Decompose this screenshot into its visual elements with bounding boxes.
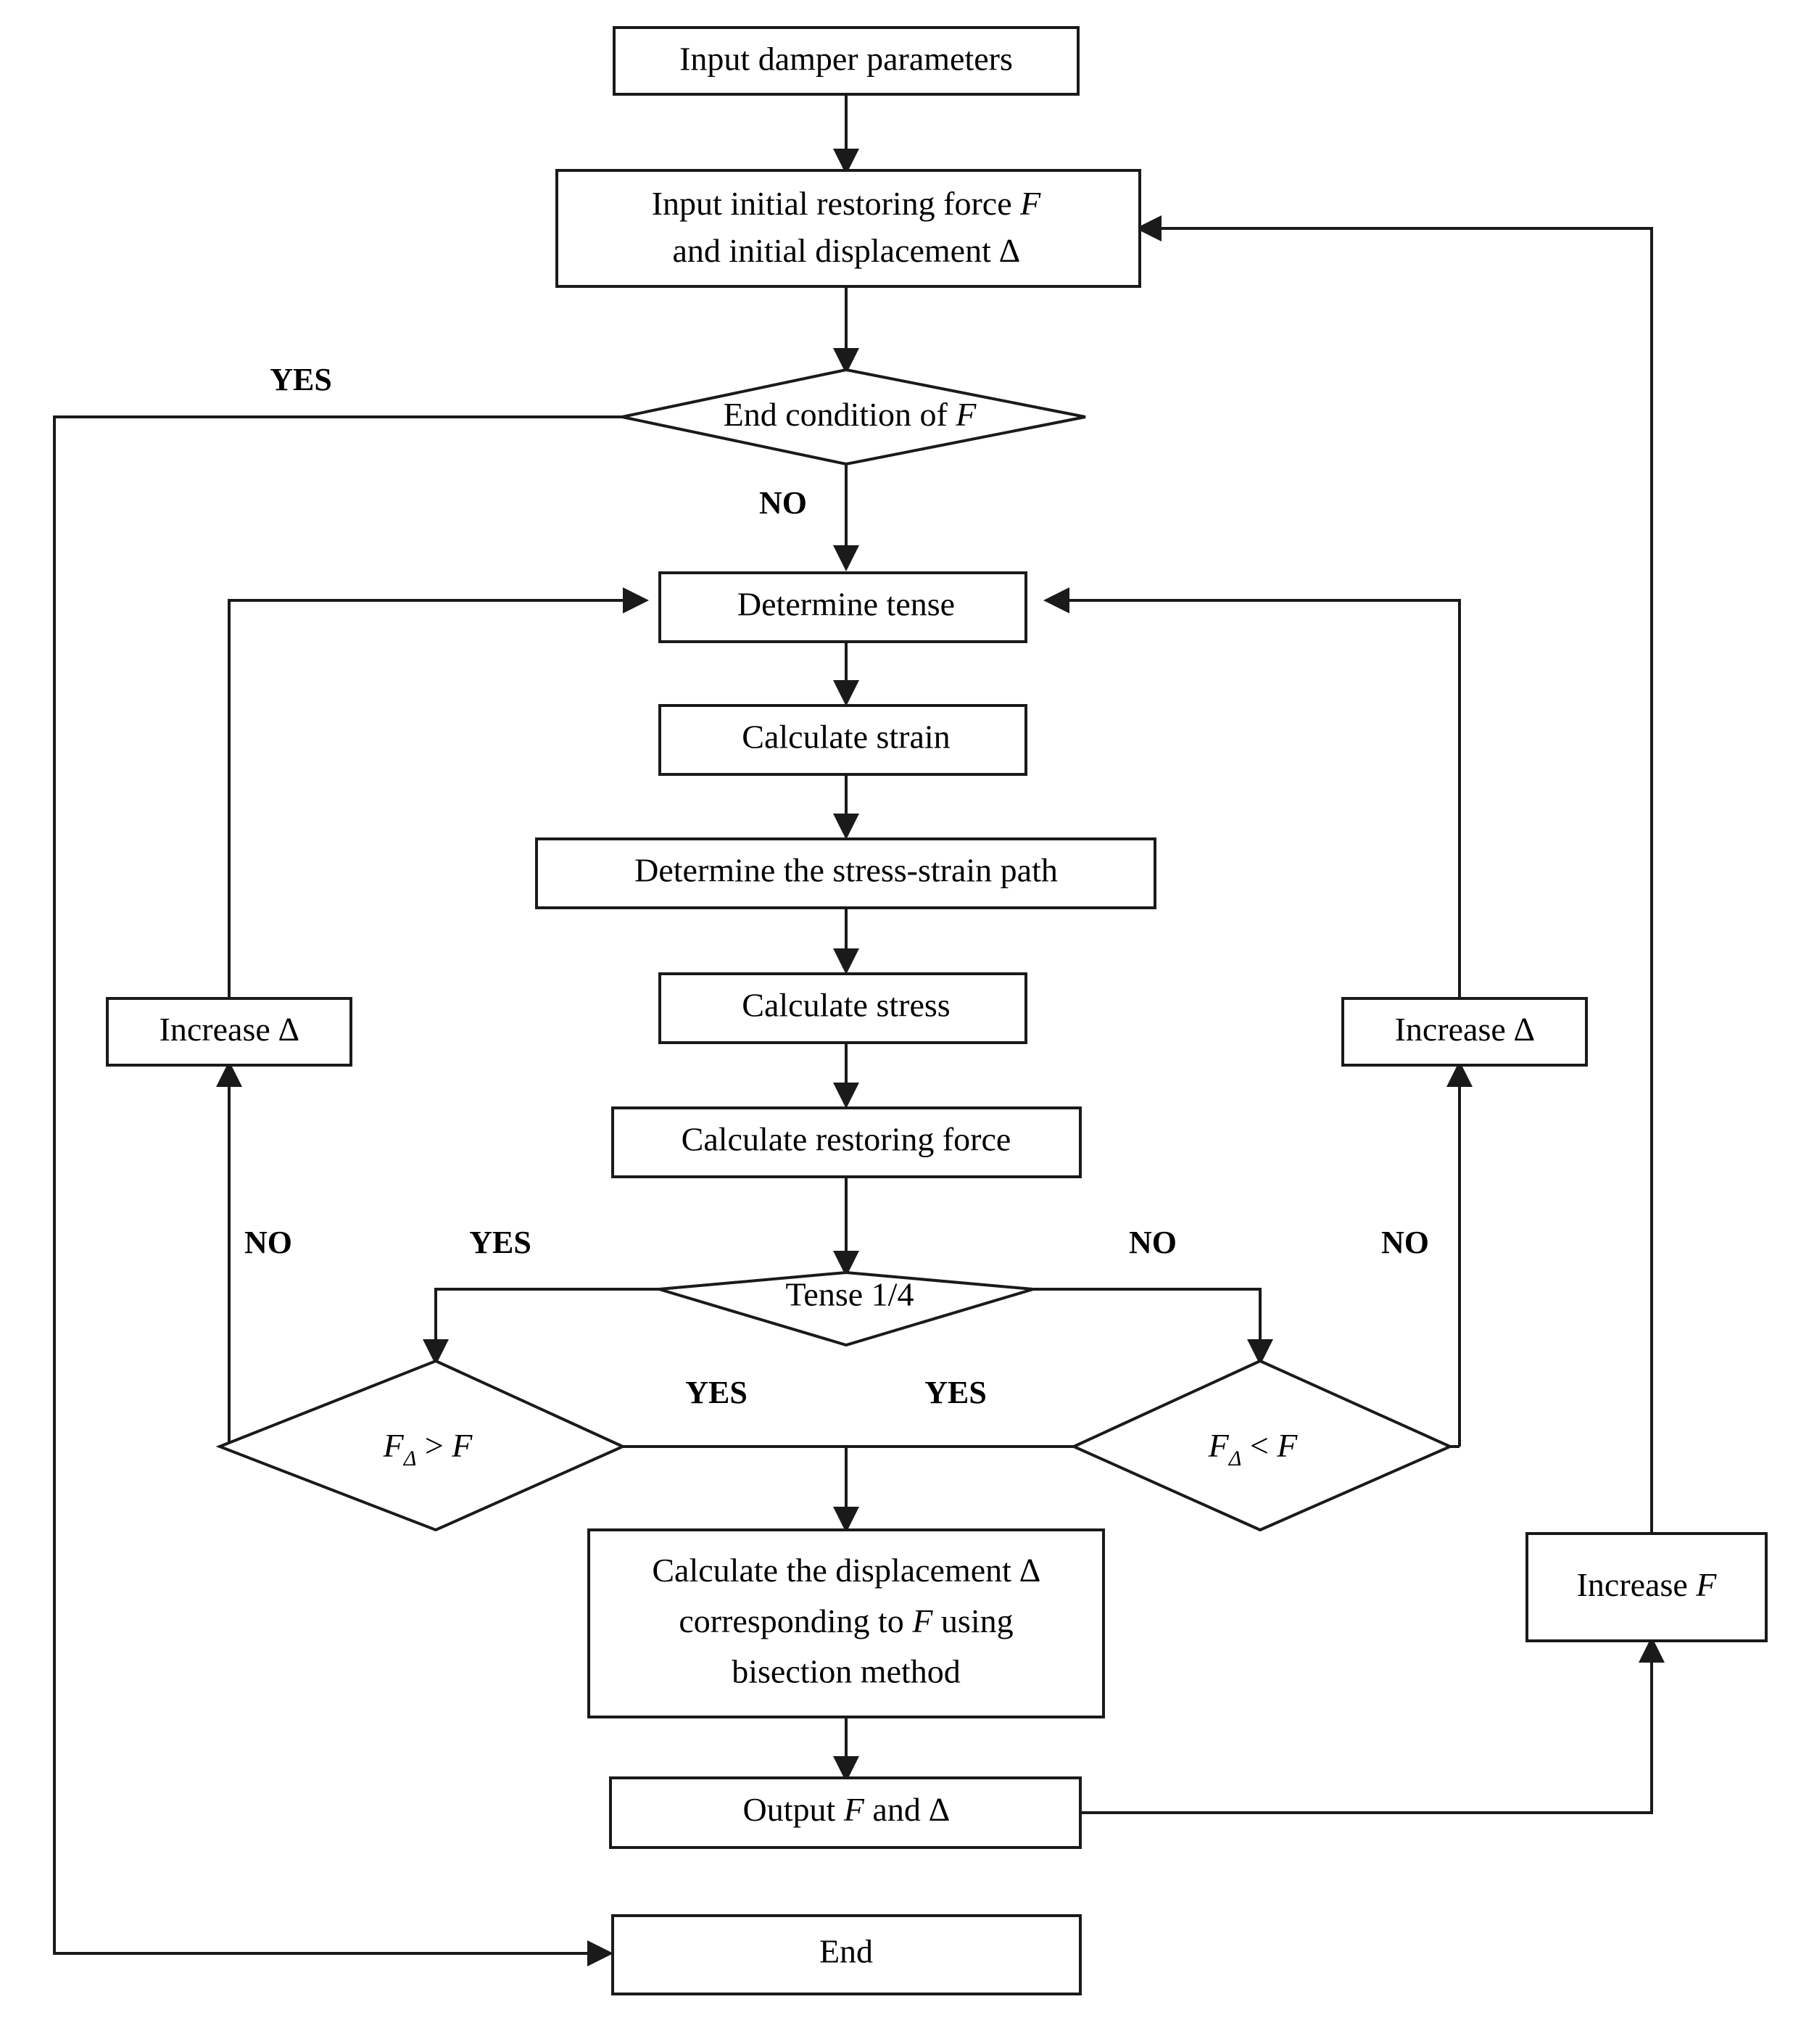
edge-label-fdlt-no: NO	[1381, 1225, 1429, 1260]
node-end[interactable]: End	[611, 1914, 1082, 1995]
node-input-damper-parameters-label: Input damper parameters	[679, 41, 1013, 78]
node-determine-stress-strain-path-label: Determine the stress-strain path	[634, 852, 1058, 889]
node-input-damper-parameters[interactable]: Input damper parameters	[613, 26, 1080, 96]
edge-label-fdgt-yes: YES	[685, 1375, 748, 1410]
node-calculate-displacement-bisection[interactable]: Calculate the displacement ∆ correspondi…	[587, 1528, 1105, 1718]
node-increase-f-label: Increase F	[1577, 1566, 1718, 1603]
edge-label-end-condition-yes: YES	[270, 362, 332, 397]
node-increase-delta-left-label: Increase ∆	[160, 1011, 299, 1048]
node-bisection-line3: bisection method	[732, 1653, 961, 1690]
node-determine-tense[interactable]: Determine tense	[658, 571, 1027, 643]
edge-label-tensequarter-no: NO	[1129, 1225, 1177, 1260]
edge-label-fdgt-no: NO	[244, 1225, 292, 1260]
node-increase-delta-right-label: Increase ∆	[1395, 1011, 1535, 1048]
edge-label-fdlt-yes: YES	[924, 1375, 987, 1410]
node-decision-fdelta-less-f-label: FΔ < F	[1208, 1427, 1299, 1470]
node-end-label: End	[819, 1933, 873, 1970]
node-output-f-delta-label: Output F and ∆	[743, 1791, 950, 1828]
node-bisection-line2: corresponding to F using	[679, 1602, 1013, 1639]
edge-label-end-condition-no: NO	[759, 485, 807, 521]
edge-tensequarter-yes-to-fdgt	[423, 1288, 659, 1365]
edge-label-tensequarter-yes: YES	[469, 1225, 531, 1260]
edge-output-to-increase-f	[1080, 1637, 1665, 1814]
edge-increase-delta-right-to-tense	[1043, 587, 1461, 998]
edge-tensequarter-no-to-fdlt	[1033, 1288, 1273, 1365]
node-decision-fdelta-greater-f[interactable]: FΔ > F	[215, 1359, 626, 1532]
node-decision-tense-quarter-label: Tense 1/4	[786, 1276, 914, 1313]
node-calculate-restoring-force-label: Calculate restoring force	[682, 1121, 1011, 1158]
node-determine-stress-strain-path[interactable]: Determine the stress-strain path	[535, 837, 1156, 909]
node-input-initial-line1: Input initial restoring force F	[652, 185, 1041, 222]
node-calculate-stress-label: Calculate stress	[742, 987, 950, 1024]
node-output-f-delta[interactable]: Output F and ∆	[609, 1776, 1082, 1849]
node-calculate-restoring-force[interactable]: Calculate restoring force	[611, 1106, 1082, 1178]
node-calculate-stress[interactable]: Calculate stress	[658, 972, 1027, 1044]
node-increase-delta-right[interactable]: Increase ∆	[1341, 997, 1588, 1067]
node-increase-delta-left[interactable]: Increase ∆	[106, 997, 352, 1067]
node-decision-tense-quarter[interactable]: Tense 1/4	[658, 1270, 1034, 1347]
edge-increase-delta-left-to-tense	[228, 587, 649, 998]
node-decision-fdelta-greater-f-label: FΔ > F	[383, 1427, 473, 1470]
node-decision-fdelta-less-f[interactable]: FΔ < F	[1070, 1359, 1454, 1532]
node-decision-end-condition-label: End condition of F	[724, 396, 977, 433]
node-calculate-strain-label: Calculate strain	[742, 719, 950, 756]
node-bisection-line1: Calculate the displacement ∆	[652, 1552, 1040, 1589]
edge-increase-f-to-initial	[1135, 215, 1653, 1534]
edge-endcondition-yes-to-end	[53, 415, 622, 1966]
node-input-initial-force-displacement[interactable]: Input initial restoring force F and init…	[555, 169, 1141, 288]
node-calculate-strain[interactable]: Calculate strain	[658, 704, 1027, 776]
node-increase-f[interactable]: Increase F	[1525, 1532, 1768, 1642]
node-input-initial-line2: and initial displacement ∆	[672, 232, 1019, 269]
node-decision-end-condition[interactable]: End condition of F	[621, 368, 1086, 466]
node-determine-tense-label: Determine tense	[737, 586, 955, 623]
